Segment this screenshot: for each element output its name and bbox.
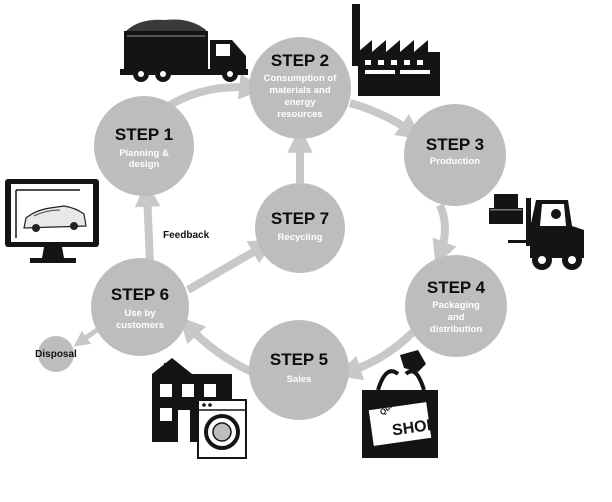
step-3-line-1: Production [430, 156, 480, 167]
arrow-step6-to-step7 [185, 239, 276, 294]
arrow-step6-to-step1 [134, 181, 161, 265]
step-6-title: STEP 6 [111, 285, 169, 304]
step-2-line-2: materials and [269, 85, 330, 96]
arrow-step2-to-step3 [348, 99, 423, 140]
arrow-step3-to-step4 [432, 203, 457, 266]
step-4-title: STEP 4 [427, 278, 486, 297]
step-3-title: STEP 3 [426, 135, 484, 154]
arrow-step4-to-step5 [335, 329, 416, 381]
forklift-icon [489, 194, 584, 270]
step-5-node: STEP 5 Sales [249, 320, 349, 420]
step-6-line-2: customers [116, 320, 164, 331]
step-7-line-1: Recycling [278, 232, 323, 243]
step-2-line-3: energy [284, 97, 316, 108]
step-1-line-2: design [129, 159, 160, 170]
computer-car-design-icon [5, 179, 99, 263]
cycle-arrows [73, 73, 457, 381]
step-4-node: STEP 4 Packaging and distribution [405, 255, 507, 357]
shopping-bag-icon: Quick SHOP [362, 350, 439, 458]
step-1-node: STEP 1 Planning & design [94, 96, 194, 196]
step-4-line-3: distribution [430, 324, 482, 335]
step-3-node: STEP 3 Production [404, 104, 506, 206]
washing-machine-icon [197, 399, 247, 459]
disposal-label: Disposal [35, 349, 77, 360]
step-4-line-2: and [448, 312, 465, 323]
feedback-label: Feedback [163, 230, 210, 241]
step-5-line-1: Sales [287, 374, 312, 385]
step-2-line-4: resources [277, 109, 322, 120]
step-6-node: STEP 6 Use by customers [91, 258, 189, 356]
factory-icon [352, 4, 440, 96]
step-7-title: STEP 7 [271, 209, 329, 228]
step-1-title: STEP 1 [115, 125, 173, 144]
disposal-node: Disposal [35, 336, 77, 372]
step-2-node: STEP 2 Consumption of materials and ener… [249, 37, 351, 139]
step-1-line-1: Planning & [119, 148, 169, 159]
step-2-line-1: Consumption of [264, 73, 338, 84]
arrow-step5-to-step6 [179, 316, 254, 376]
truck-icon [120, 19, 248, 82]
arrow-step1-to-step2 [162, 73, 265, 112]
step-2-title: STEP 2 [271, 51, 329, 70]
step-5-title: STEP 5 [270, 350, 328, 369]
shop-big-label: SHOP [391, 416, 439, 439]
step-7-node: STEP 7 Recycling [255, 183, 345, 273]
step-6-line-1: Use by [124, 308, 156, 319]
step-4-line-1: Packaging [432, 300, 480, 311]
